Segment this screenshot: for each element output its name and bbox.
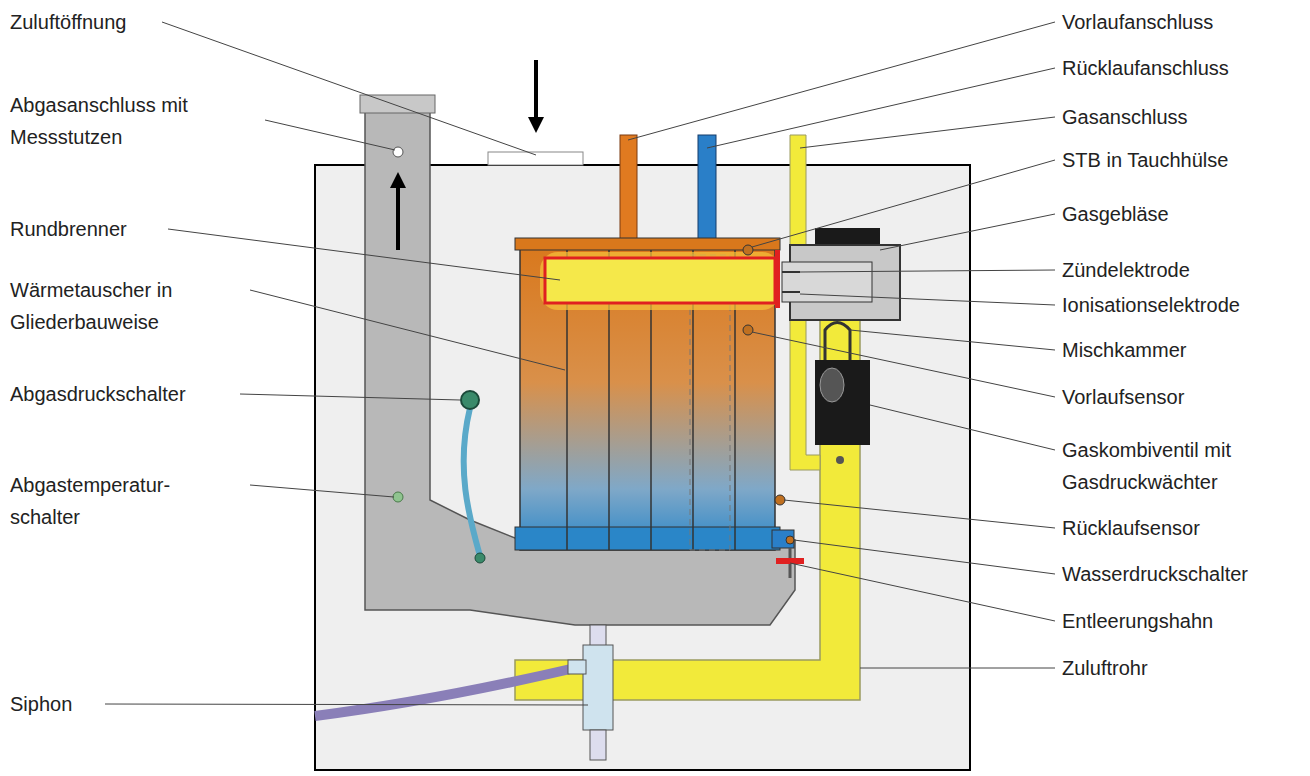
part-label: Zuluftöffnung — [10, 6, 126, 38]
hx-bottom — [515, 527, 780, 550]
heat-exchanger — [520, 245, 775, 550]
part-label: Rücklaufsensor — [1062, 512, 1200, 544]
switch-pin — [786, 536, 794, 544]
part-label: Zuluftrohr — [1062, 652, 1148, 684]
part-label: Rücklaufanschluss — [1062, 52, 1229, 84]
air-inlet — [488, 152, 583, 165]
part-label: Entleerungshahn — [1062, 605, 1213, 637]
ionisation-electrode — [782, 291, 800, 293]
water-pressure-switch — [772, 530, 794, 548]
flow-pipe — [620, 135, 637, 243]
part-label: Siphon — [10, 688, 72, 720]
part-label: Abgasdruckschalter — [10, 378, 186, 410]
pressure-port — [475, 553, 485, 563]
siphon-neck — [590, 625, 606, 647]
mixing-chamber — [825, 323, 850, 366]
flow-sensor — [743, 325, 753, 335]
part-label: STB in Tauchhülse — [1062, 144, 1228, 176]
part-label: Mischkammer — [1062, 334, 1186, 366]
siphon-drain — [590, 730, 606, 760]
ignition-electrode — [782, 271, 800, 273]
leader-lines — [105, 22, 1055, 705]
blower-outlet — [782, 262, 872, 302]
burner-flange — [775, 250, 780, 308]
return-sensor — [775, 495, 785, 505]
part-label: Ionisationselektrode — [1062, 289, 1240, 321]
flow-arrow — [396, 180, 400, 250]
measure-port — [393, 147, 403, 157]
part-label: Wasserdruckschalter — [1062, 558, 1248, 590]
part-label: Gasanschluss — [1062, 101, 1188, 133]
part-label: Abgastemperatur- schalter — [10, 469, 200, 533]
hx-flange — [515, 238, 780, 250]
valve-coil — [820, 368, 844, 402]
flow-arrow — [534, 60, 538, 125]
part-label: Wärmetauscher in Gliederbauweise — [10, 274, 225, 338]
blower-motor — [815, 228, 880, 245]
return-pipe — [698, 135, 716, 243]
flue-pipe — [365, 100, 795, 625]
part-label: Gaskombiventil mit Gasdruckwächter — [1062, 434, 1287, 498]
condensate-hose — [315, 668, 575, 716]
siphon-outlet — [568, 660, 586, 674]
valve-port — [836, 456, 844, 464]
temp-switch — [393, 492, 403, 502]
siphon — [583, 645, 613, 730]
part-label: Vorlaufanschluss — [1062, 6, 1213, 38]
part-label: Zündelektrode — [1062, 254, 1190, 286]
pressure-switch — [461, 391, 479, 409]
part-label: Gasgebläse — [1062, 198, 1169, 230]
flame-glow — [540, 252, 780, 310]
burner — [545, 258, 775, 303]
gas-valve — [815, 360, 870, 445]
stb-sensor — [743, 245, 753, 255]
part-label: Abgasanschluss mit Messstutzen — [10, 89, 210, 153]
flue-collar — [360, 95, 435, 113]
pressure-tube — [464, 408, 480, 556]
part-label: Vorlaufsensor — [1062, 381, 1184, 413]
part-label: Rundbrenner — [10, 213, 127, 245]
